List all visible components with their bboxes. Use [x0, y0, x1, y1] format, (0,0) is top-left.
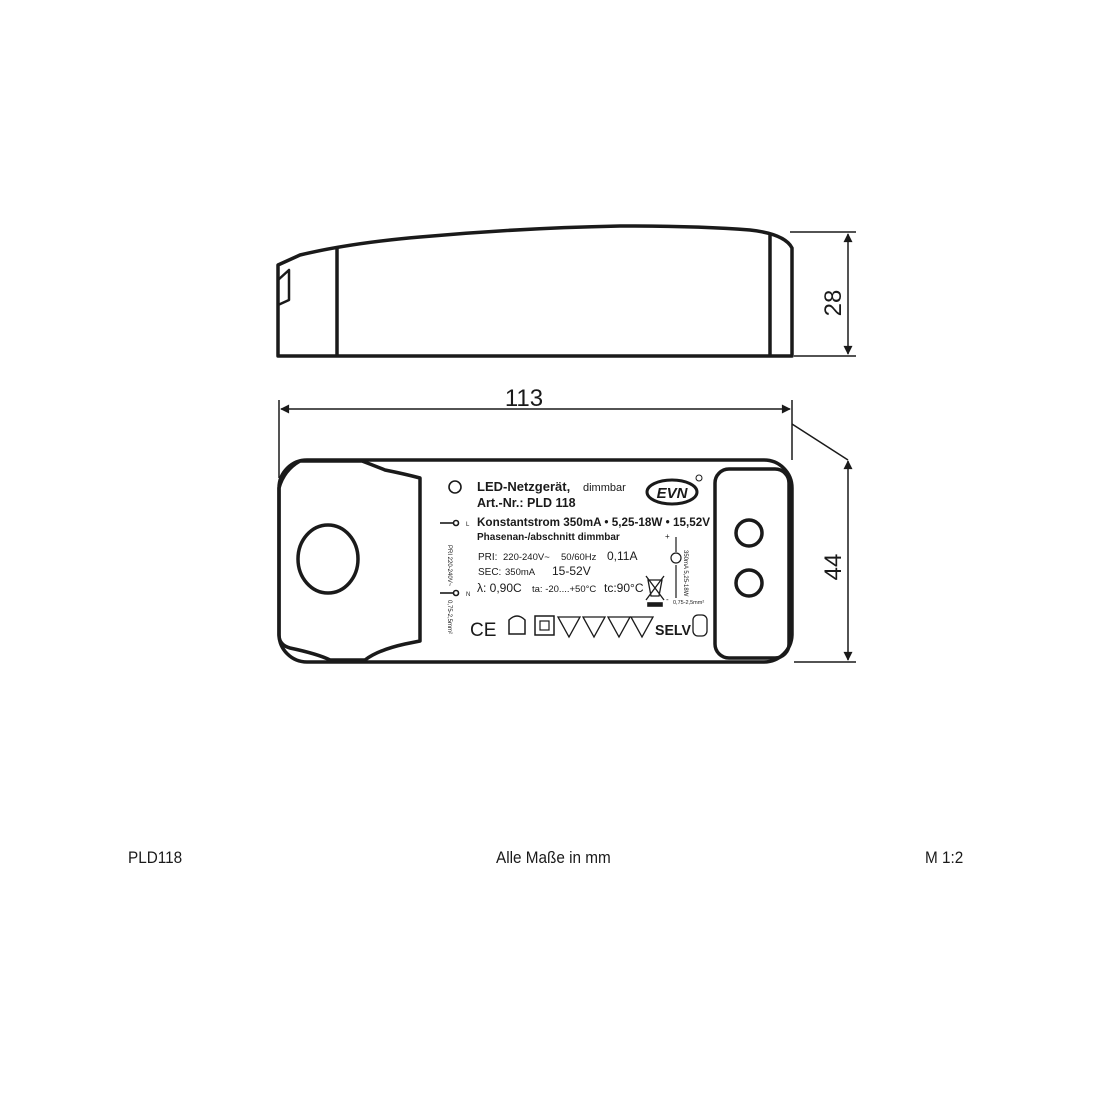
label-article: Art.-Nr.: PLD 118	[477, 496, 576, 510]
device-label: LED-Netzgerät, dimmbar Art.-Nr.: PLD 118…	[446, 479, 710, 641]
right-bottom-text: 0,75-2,5mm²	[673, 600, 704, 606]
input-side-text: PRI 220-240V~	[446, 545, 452, 587]
label-selv: SELV	[655, 622, 691, 639]
safety-transformer-icon	[692, 614, 708, 637]
side-view-clip	[277, 268, 291, 307]
dimension-height	[790, 231, 856, 357]
label-spec-line: Konstantstrom 350mA • 5,25-18W • 15,52V	[477, 517, 710, 529]
class-ii-icon-inner	[539, 620, 550, 631]
temp-triangle-2-icon	[581, 616, 607, 639]
input-terminal-l-icon	[452, 519, 460, 527]
label-lambda: λ: 0,90C	[477, 581, 522, 595]
label-tc: tc:90°C	[604, 581, 644, 595]
dimension-height-label: 28	[820, 290, 847, 317]
footer-scale: M 1:2	[925, 848, 964, 867]
strain-relief-hole	[296, 523, 360, 595]
label-ta: ta: -20....+50°C	[532, 584, 596, 595]
dimension-width-label: 44	[820, 554, 847, 581]
label-dimming: Phasenan-/abschnitt dimmbar	[477, 532, 620, 543]
bottom-side-text: 0,75-2,5mm²	[446, 600, 452, 634]
footer-model: PLD118	[128, 848, 183, 867]
label-title-suffix: dimmbar	[583, 482, 626, 494]
label-title: LED-Netzgerät,	[477, 479, 570, 494]
label-sec: SEC:	[478, 567, 501, 578]
dimension-length	[278, 400, 793, 478]
output-side-text: 350mA 5,25-18W	[682, 550, 688, 597]
input-terminal-n-icon	[452, 589, 460, 597]
left-terminal-cover	[277, 459, 422, 662]
label-sec-current: 350mA	[505, 567, 536, 578]
input-terminal-l-label: L	[466, 522, 470, 528]
temp-triangle-4-icon	[629, 616, 655, 639]
temp-triangle-3-icon	[606, 616, 632, 639]
cc-mark-icon	[448, 480, 462, 494]
output-terminal-minus-label: -	[666, 595, 669, 604]
input-terminal-n-label: N	[466, 592, 470, 598]
label-pri-current: 0,11A	[607, 549, 637, 563]
enec-mark-icon	[508, 615, 526, 635]
dimension-length-label: 113	[505, 385, 543, 412]
top-view	[277, 458, 794, 664]
right-terminal-cover	[713, 467, 791, 660]
registered-icon	[695, 474, 703, 482]
label-symbols	[440, 474, 708, 639]
label-pri: PRI:	[478, 552, 497, 563]
side-view-outline	[276, 224, 794, 358]
label-sec-voltage: 15-52V	[552, 564, 591, 578]
led-symbol-icon	[670, 552, 682, 564]
label-pri-voltage: 220-240V~	[503, 552, 550, 563]
weee-bar-icon	[647, 602, 663, 607]
temp-triangle-1-icon	[556, 616, 582, 639]
label-pri-freq: 50/60Hz	[561, 552, 597, 563]
dimension-width	[791, 423, 856, 663]
label-ce: CE	[470, 620, 496, 641]
output-terminal-top	[734, 518, 764, 548]
weee-bin-icon	[645, 575, 665, 601]
output-terminal-plus-label: +	[665, 532, 670, 541]
evn-logo-icon	[645, 478, 699, 506]
class-ii-icon-outer	[534, 615, 555, 636]
footer-units-note: Alle Maße in mm	[496, 848, 611, 867]
side-view	[276, 224, 794, 358]
output-terminal-bottom	[734, 568, 764, 598]
brand-logo-text: EVN	[657, 485, 689, 502]
